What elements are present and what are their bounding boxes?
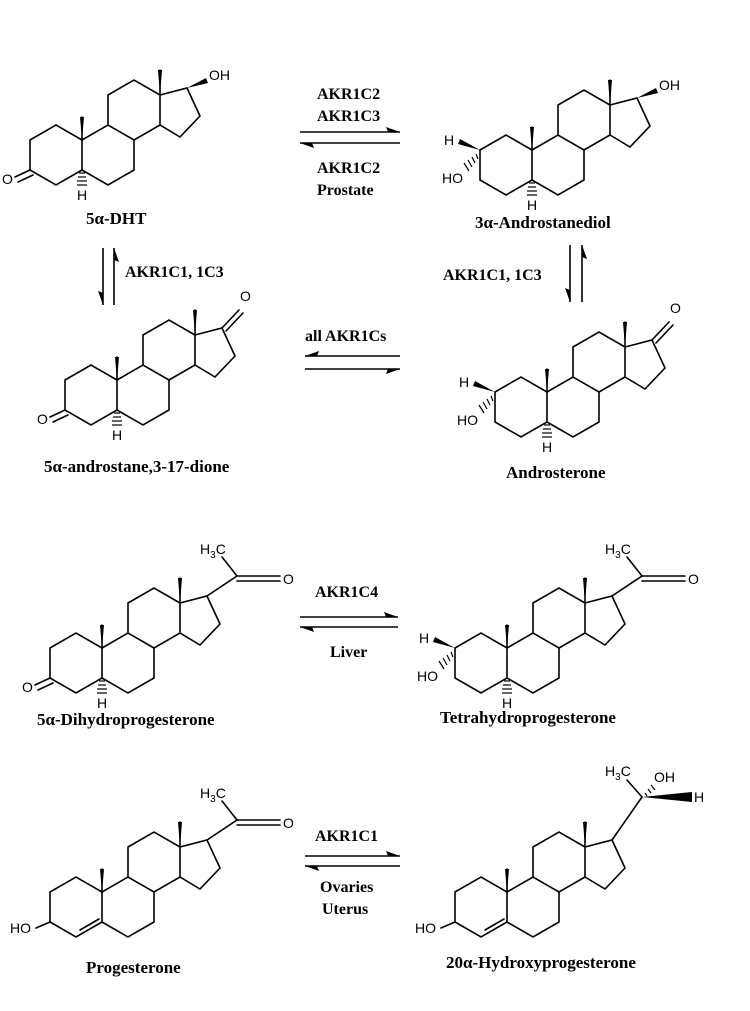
acetyl-o-label: O	[283, 815, 294, 831]
enzyme-akr1c1-1c3-label: AKR1C1, 1C3	[443, 267, 542, 284]
dht-name: 5α-DHT	[86, 209, 147, 228]
ho-label: HO	[457, 412, 478, 428]
methyl-label: H3C	[605, 541, 631, 561]
oh-label: OH	[659, 77, 680, 93]
enzyme-all-akr1cs-label: all AKR1Cs	[305, 328, 386, 345]
dht-structure: O H OH	[2, 67, 230, 203]
oxo-o-label: O	[22, 679, 33, 695]
reaction-arrows-row3	[300, 612, 398, 632]
h5-label: H	[77, 187, 87, 203]
progesterone-name: Progesterone	[86, 958, 181, 977]
tetrahydroprogesterone-name: Tetrahydroprogesterone	[440, 708, 616, 727]
androstanedione-structure: O H O	[37, 288, 251, 443]
tetrahydroprogesterone-structure: H HO H O H3C	[417, 541, 699, 711]
methyl-label: H3C	[200, 785, 226, 805]
tissue-liver-label: Liver	[330, 644, 367, 661]
androstanedione-name: 5α-androstane,3-17-dione	[44, 457, 230, 476]
h3-label: H	[459, 374, 469, 390]
reaction-arrows-right-vertical	[565, 245, 587, 302]
ho-label: HO	[442, 170, 463, 186]
oxo17-o-label: O	[670, 300, 681, 316]
h5-label: H	[502, 695, 512, 711]
enzyme-akr1c3-label: AKR1C3	[317, 108, 380, 125]
oh-label: OH	[654, 769, 675, 785]
tissue-prostate-label: Prostate	[317, 182, 374, 199]
oh-label: OH	[209, 67, 230, 83]
enzyme-akr1c2-label: AKR1C2	[317, 160, 380, 177]
androsterone-name: Androsterone	[506, 463, 606, 482]
h3-label: H	[444, 132, 454, 148]
hydroxyprogesterone-name: 20α-Hydroxyprogesterone	[446, 953, 636, 972]
androstanediol-structure: H HO H OH	[442, 77, 680, 213]
ho-label: HO	[10, 920, 31, 936]
tissue-uterus-label: Uterus	[322, 901, 368, 918]
hydroxyprogesterone-structure: HO H3C OH H	[415, 763, 704, 938]
h5-label: H	[542, 439, 552, 455]
reaction-arrows-row2	[305, 351, 400, 374]
ho-label: HO	[417, 668, 438, 684]
h5-label: H	[527, 197, 537, 213]
tissue-ovaries-label: Ovaries	[320, 879, 373, 896]
dihydroprogesterone-name: 5α-Dihydroprogesterone	[37, 710, 215, 729]
oxo-o-label: O	[37, 411, 48, 427]
h5-label: H	[112, 427, 122, 443]
enzyme-akr1c1-label: AKR1C1	[315, 828, 378, 845]
oxo17-o-label: O	[240, 288, 251, 304]
h5-label: H	[97, 695, 107, 711]
reaction-arrows-left-vertical	[98, 248, 119, 305]
enzyme-akr1c1-1c3-label: AKR1C1, 1C3	[125, 264, 224, 281]
acetyl-o-label: O	[283, 571, 294, 587]
reaction-arrows-row1	[300, 127, 400, 148]
methyl-label: H3C	[200, 541, 226, 561]
androsterone-structure: H HO H O	[457, 300, 681, 455]
oxo-o-label: O	[2, 171, 13, 187]
ho-label: HO	[415, 920, 436, 936]
enzyme-akr1c2-label: AKR1C2	[317, 86, 380, 103]
reaction-arrows-row4	[305, 851, 400, 871]
androstanediol-name: 3α-Androstanediol	[475, 213, 611, 232]
acetyl-o-label: O	[688, 571, 699, 587]
h20-label: H	[694, 789, 704, 805]
h3-label: H	[419, 630, 429, 646]
progesterone-structure: HO O H3C	[10, 785, 294, 938]
methyl-label: H3C	[605, 763, 631, 783]
enzyme-akr1c4-label: AKR1C4	[315, 584, 378, 601]
dihydroprogesterone-structure: O H O H3C	[22, 541, 294, 711]
